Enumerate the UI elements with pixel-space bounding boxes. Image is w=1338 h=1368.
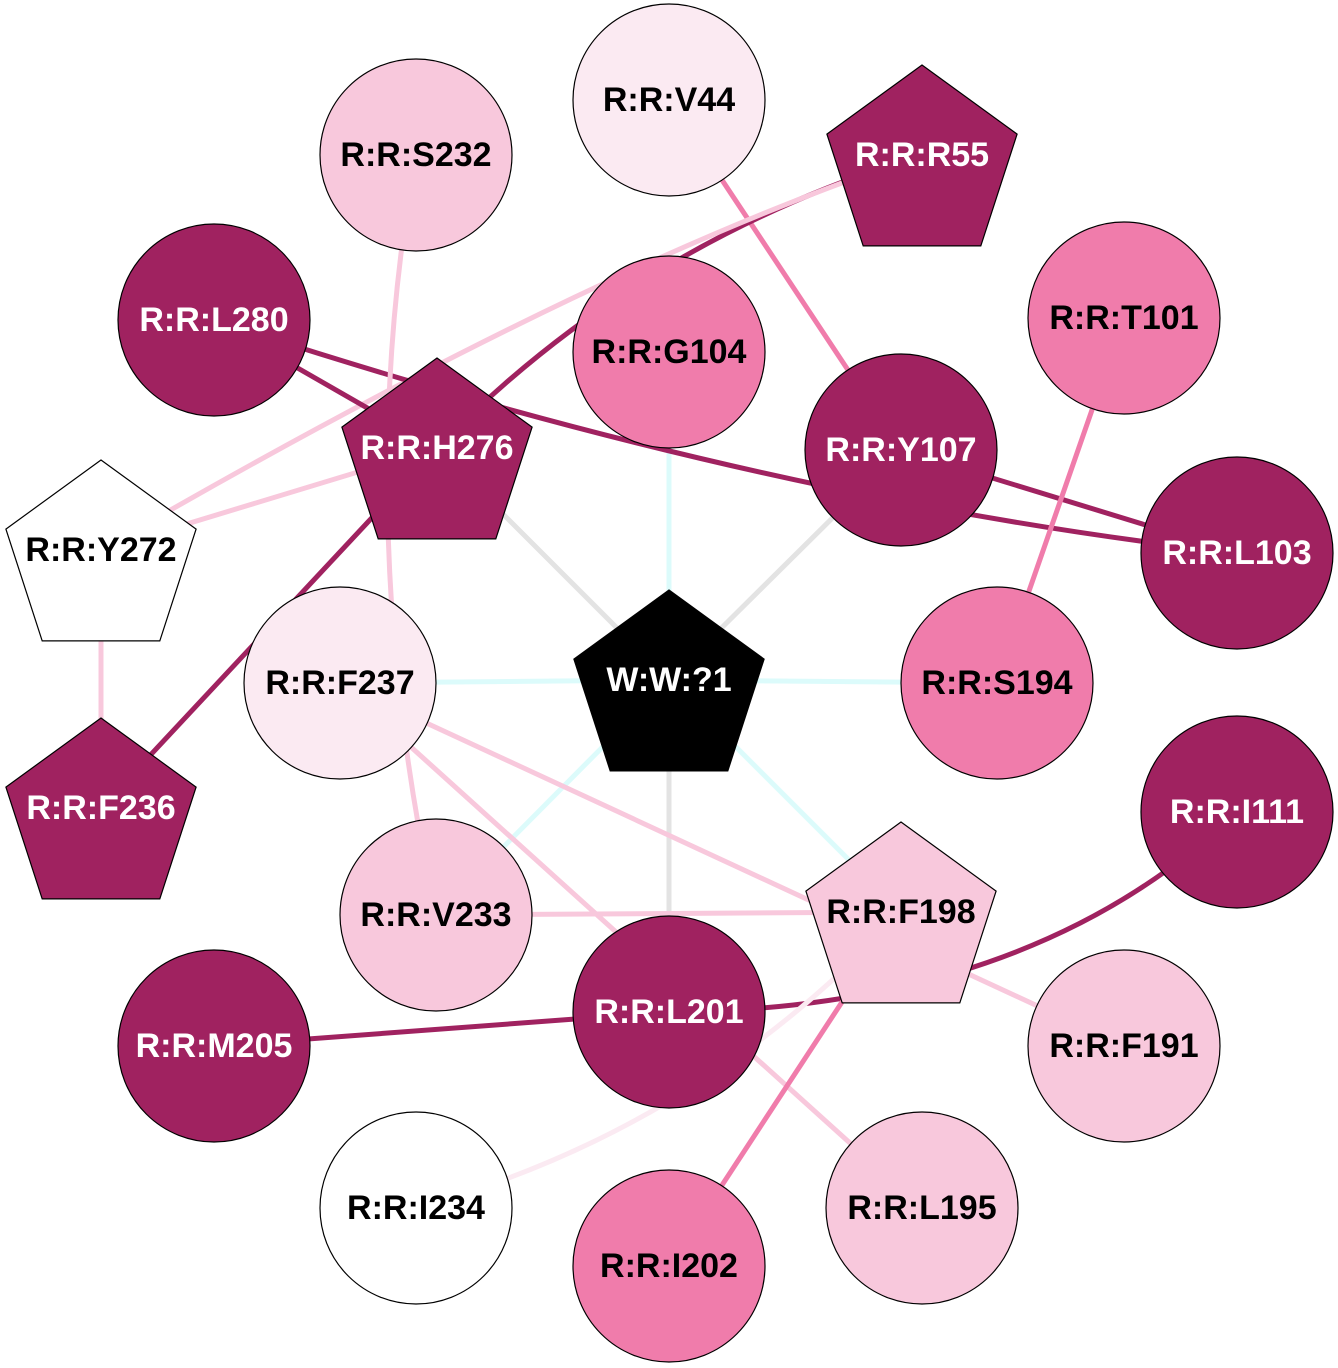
circle-shape [319, 58, 513, 252]
circle-shape [1027, 949, 1221, 1143]
node-label: R:R:M205 [136, 1027, 293, 1065]
node-label: R:R:L280 [139, 301, 288, 339]
pentagon-shape [573, 589, 765, 772]
node-rri202[interactable]: R:R:I202 [572, 1169, 766, 1363]
node-label: R:R:S232 [340, 136, 491, 174]
pentagon-shape [805, 821, 997, 1004]
node-label: R:R:Y272 [25, 531, 176, 569]
circle-shape [117, 223, 311, 417]
node-label: R:R:S194 [921, 664, 1072, 702]
node-rri234[interactable]: R:R:I234 [319, 1111, 513, 1305]
node-rrl280[interactable]: R:R:L280 [117, 223, 311, 417]
node-label: R:R:L103 [1162, 534, 1311, 572]
nodes: W:W:?1R:R:V44R:R:R55R:R:S232R:R:L280R:R:… [5, 3, 1334, 1363]
node-label: R:R:F236 [26, 789, 175, 827]
node-label: R:R:I234 [347, 1189, 485, 1227]
node-label: R:R:F191 [1049, 1027, 1198, 1065]
node-rrv44[interactable]: R:R:V44 [572, 3, 766, 197]
node-rrf236[interactable]: R:R:F236 [5, 717, 197, 900]
node-rry107[interactable]: R:R:Y107 [804, 353, 998, 547]
circle-shape [572, 3, 766, 197]
edge-RRF237-RRF191 [338, 680, 1126, 1049]
node-label: R:R:Y107 [825, 431, 976, 469]
node-rrl201[interactable]: R:R:L201 [572, 915, 766, 1109]
node-label: R:R:R55 [855, 136, 989, 174]
circle-shape [319, 1111, 513, 1305]
node-label: R:R:T101 [1049, 299, 1198, 337]
node-rrf237[interactable]: R:R:F237 [243, 586, 437, 780]
node-rrl195[interactable]: R:R:L195 [825, 1111, 1019, 1305]
node-rrf191[interactable]: R:R:F191 [1027, 949, 1221, 1143]
node-rrt101[interactable]: R:R:T101 [1027, 221, 1221, 415]
node-label: R:R:H276 [360, 429, 513, 467]
node-rrh276[interactable]: R:R:H276 [341, 357, 533, 540]
circle-shape [1140, 715, 1334, 909]
circle-shape [572, 255, 766, 449]
pentagon-shape [5, 717, 197, 900]
circle-shape [1027, 221, 1221, 415]
node-label: R:R:F198 [826, 893, 975, 931]
node-label: R:R:F237 [265, 664, 414, 702]
node-label: W:W:?1 [606, 661, 731, 699]
node-rrf198[interactable]: R:R:F198 [805, 821, 997, 1004]
node-ww1[interactable]: W:W:?1 [573, 589, 765, 772]
node-rri111[interactable]: R:R:I111 [1140, 715, 1334, 909]
circle-shape [900, 586, 1094, 780]
node-rrg104[interactable]: R:R:G104 [572, 255, 766, 449]
node-rry272[interactable]: R:R:Y272 [5, 459, 197, 642]
node-rrl103[interactable]: R:R:L103 [1140, 456, 1334, 650]
node-label: R:R:V44 [603, 81, 735, 119]
node-label: R:R:V233 [360, 896, 511, 934]
node-label: R:R:L195 [847, 1189, 996, 1227]
circle-shape [339, 818, 533, 1012]
node-label: R:R:I111 [1170, 793, 1304, 831]
node-rrr55[interactable]: R:R:R55 [826, 64, 1018, 247]
node-label: R:R:L201 [594, 993, 743, 1031]
node-label: R:R:G104 [592, 333, 747, 371]
circle-shape [243, 586, 437, 780]
circle-shape [1140, 456, 1334, 650]
node-rrv233[interactable]: R:R:V233 [339, 818, 533, 1012]
pentagon-shape [826, 64, 1018, 247]
edge-RRL280-RRL103 [213, 317, 1238, 556]
circle-shape [572, 915, 766, 1109]
node-rrs194[interactable]: R:R:S194 [900, 586, 1094, 780]
node-rrm205[interactable]: R:R:M205 [117, 949, 311, 1143]
circle-shape [117, 949, 311, 1143]
circle-shape [572, 1169, 766, 1363]
circle-shape [825, 1111, 1019, 1305]
circle-shape [804, 353, 998, 547]
edge-RRR55-RRY272 [99, 152, 923, 553]
pentagon-shape [341, 357, 533, 540]
node-label: R:R:I202 [600, 1247, 738, 1285]
node-rrs232[interactable]: R:R:S232 [319, 58, 513, 252]
pentagon-shape [5, 459, 197, 642]
